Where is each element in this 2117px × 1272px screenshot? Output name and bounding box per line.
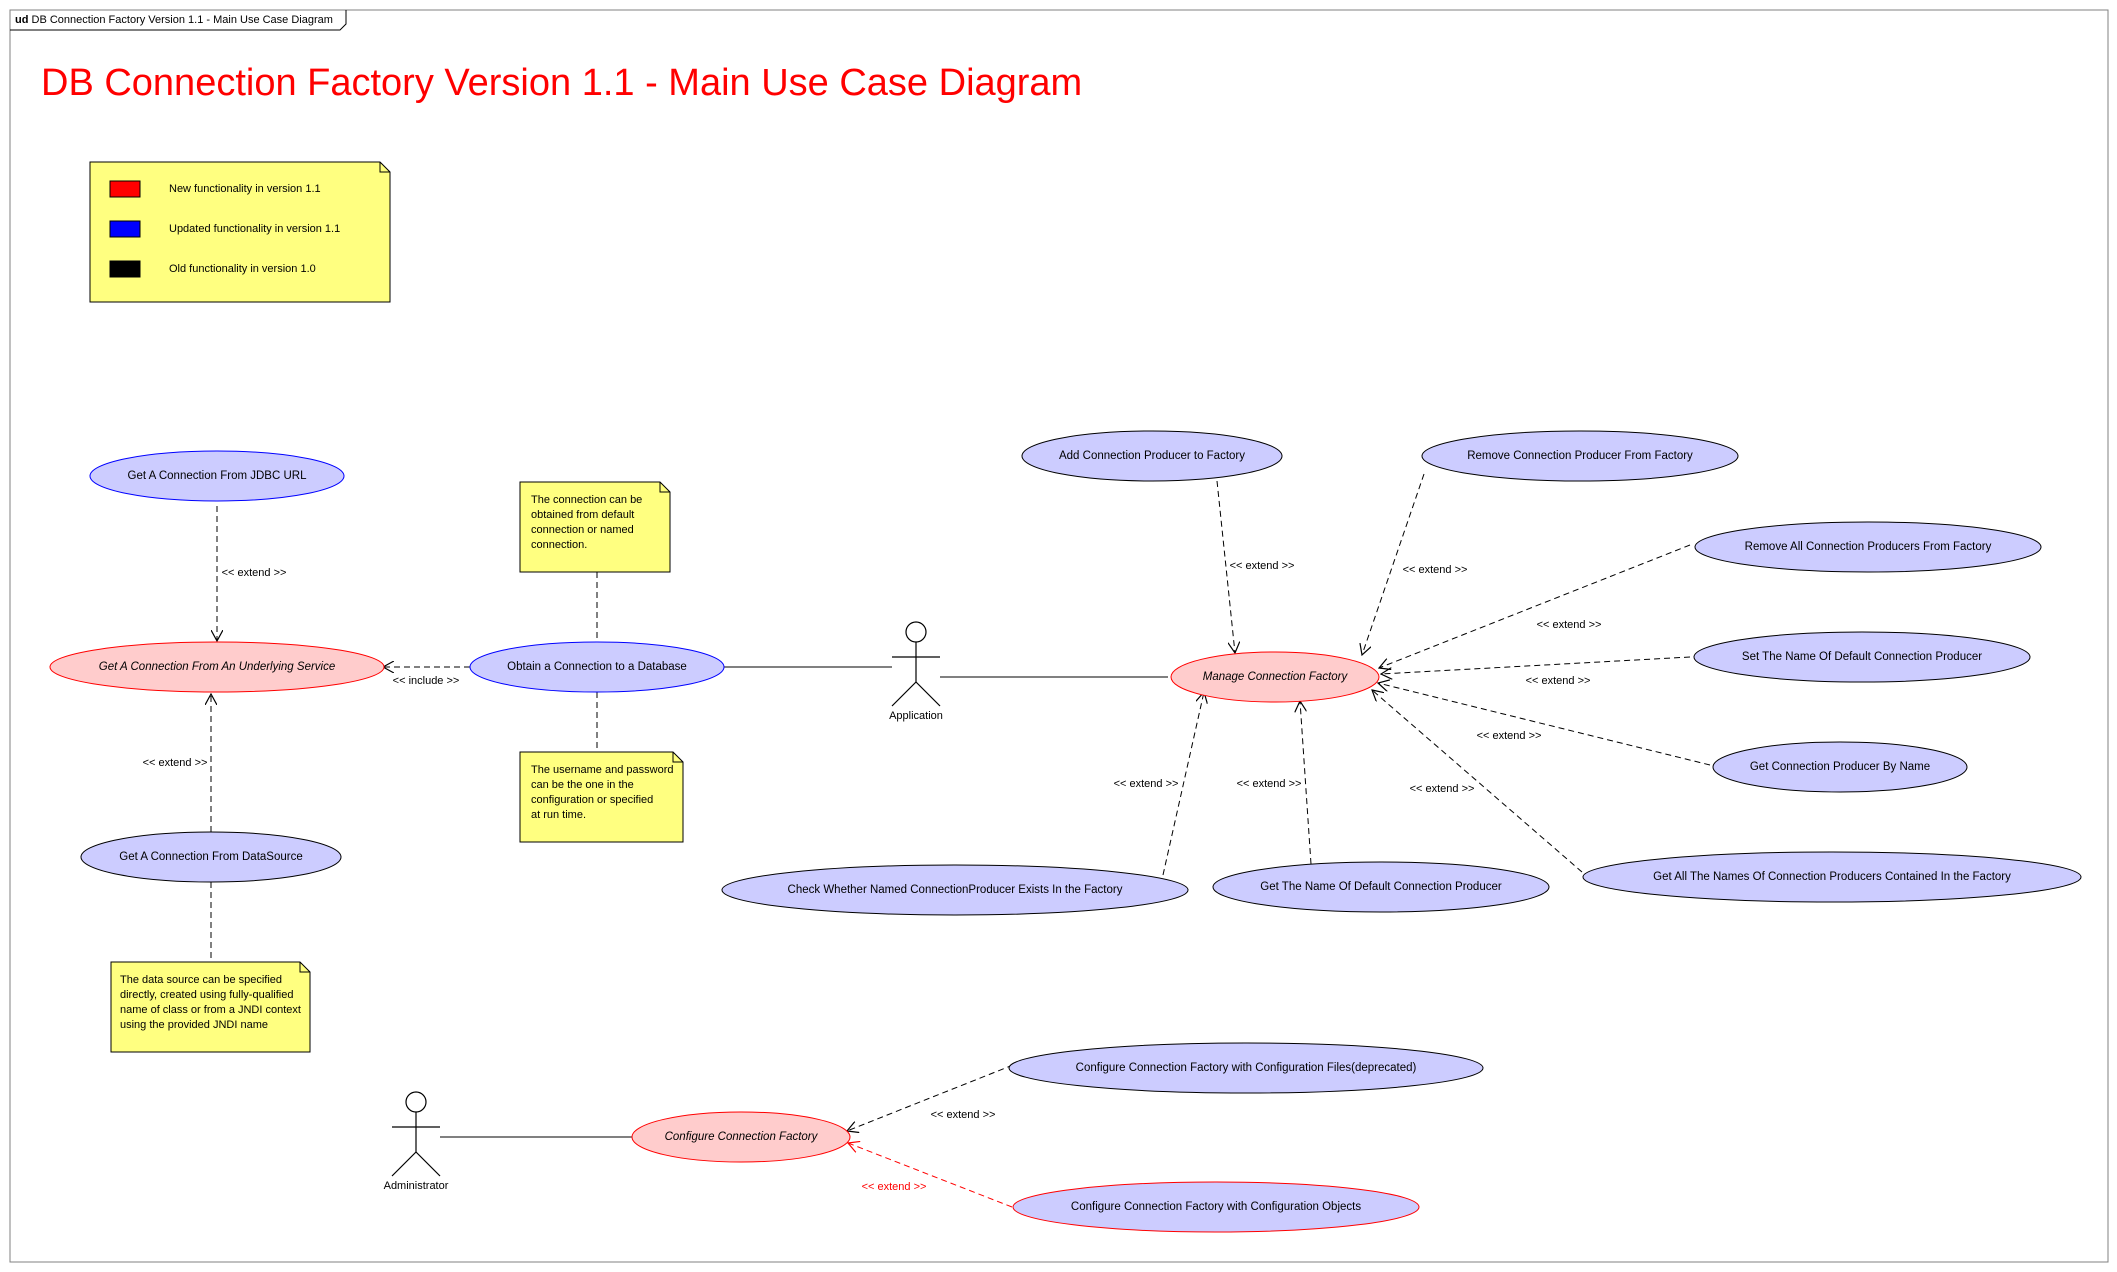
page-title: DB Connection Factory Version 1.1 - Main…: [41, 62, 1083, 104]
frame-prefix: ud: [15, 14, 29, 26]
uc-remove-all-shape: [1694, 521, 2042, 573]
label-jdbc-extend: << extend >>: [221, 567, 287, 579]
frame-name: DB Connection Factory Version 1.1 - Main…: [31, 14, 333, 26]
legend-label-old: Old functionality in version 1.0: [169, 263, 316, 275]
label-add-extend: << extend >>: [1229, 560, 1295, 572]
legend-swatch-new: [109, 180, 141, 198]
uc-config-objects-shape: [1012, 1181, 1420, 1233]
uc-manage[interactable]: Manage Connection Factory: [1202, 671, 1348, 683]
edge-config-objects-extend: [848, 1143, 1013, 1208]
uc-obtain[interactable]: Obtain a Connection to a Database: [507, 661, 687, 673]
uc-obtain-shape: [469, 641, 725, 693]
note-line: obtained from default: [531, 509, 635, 521]
uc-config-objects[interactable]: Configure Connection Factory with Config…: [1070, 1201, 1362, 1213]
uc-datasource-shape: [80, 831, 342, 883]
edge-get-all-names-extend: [1372, 690, 1583, 873]
uc-jdbc-url-shape: [89, 450, 345, 502]
label-get-default-extend: << extend >>: [1236, 778, 1302, 790]
note-credentials-text: The username and password can be the one…: [531, 763, 673, 823]
note-line: connection.: [531, 539, 588, 551]
note-line: connection or named: [531, 524, 634, 536]
uc-manage-shape: [1170, 651, 1380, 703]
label-remove-extend: << extend >>: [1402, 564, 1468, 576]
uc-add-producer-shape: [1021, 430, 1283, 482]
uc-add-producer[interactable]: Add Connection Producer to Factory: [1058, 450, 1246, 462]
uc-set-default[interactable]: Set The Name Of Default Connection Produ…: [1741, 651, 1983, 663]
uc-configure[interactable]: Configure Connection Factory: [664, 1131, 818, 1143]
frame-tab: ud DB Connection Factory Version 1.1 - M…: [10, 10, 346, 30]
note-line: at run time.: [531, 809, 587, 821]
label-remove-all-extend: << extend >>: [1536, 619, 1602, 631]
note-line: The connection can be: [531, 494, 643, 506]
uc-remove-producer-shape: [1421, 430, 1739, 482]
actor-administrator: [391, 1091, 441, 1177]
legend-label-new: New functionality in version 1.1: [169, 183, 321, 195]
uc-check-exists[interactable]: Check Whether Named ConnectionProducer E…: [787, 884, 1123, 896]
legend-box: [89, 161, 391, 303]
note-line: The username and password: [531, 764, 674, 776]
actor-application: [891, 621, 941, 707]
note-line: The data source can be specified: [120, 974, 283, 986]
edge-add-extend: [1216, 480, 1235, 653]
label-get-by-name-extend: << extend >>: [1476, 730, 1542, 742]
uc-config-files-shape: [1008, 1042, 1484, 1094]
note-line: configuration or specified: [531, 794, 654, 806]
label-set-default-extend: << extend >>: [1525, 675, 1591, 687]
note-connection-box: [519, 481, 671, 573]
edge-get-default-extend: [1300, 701, 1312, 865]
note-datasource-box: [110, 961, 311, 1053]
uc-datasource[interactable]: Get A Connection From DataSource: [119, 851, 303, 863]
uc-get-all-names[interactable]: Get All The Names Of Connection Producer…: [1653, 871, 2011, 883]
label-config-objects-extend: << extend >>: [861, 1181, 927, 1193]
uc-remove-all[interactable]: Remove All Connection Producers From Fac…: [1744, 541, 1992, 553]
note-connection-text: The connection can be obtained from defa…: [531, 493, 642, 553]
label-datasource-extend: << extend >>: [142, 757, 208, 769]
uc-get-default-shape: [1212, 861, 1550, 913]
uc-get-by-name[interactable]: Get Connection Producer By Name: [1749, 761, 1931, 773]
uc-check-exists-shape: [721, 864, 1189, 916]
diagram-frame: [9, 9, 2109, 1263]
edge-check-exists-extend: [1162, 692, 1204, 876]
uc-underlying[interactable]: Get A Connection From An Underlying Serv…: [98, 661, 336, 673]
uc-configure-shape: [631, 1111, 851, 1163]
uc-remove-producer[interactable]: Remove Connection Producer From Factory: [1467, 450, 1693, 462]
note-line: name of class or from a JNDI context: [120, 1004, 301, 1016]
uc-set-default-shape: [1693, 631, 2031, 683]
uc-config-files[interactable]: Configure Connection Factory with Config…: [1075, 1062, 1417, 1074]
label-config-files-extend: << extend >>: [930, 1109, 996, 1121]
note-connection-fold: [659, 482, 670, 493]
uc-underlying-shape: [49, 641, 385, 693]
note-credentials-fold: [672, 752, 683, 763]
label-obtain-include: << include >>: [392, 675, 460, 687]
actor-application-label: Application: [889, 710, 943, 722]
label-check-exists-extend: << extend >>: [1113, 778, 1179, 790]
note-datasource-text: The data source can be specified directl…: [120, 973, 301, 1033]
edge-get-by-name-extend: [1378, 683, 1711, 766]
edge-remove-extend: [1362, 473, 1425, 655]
uc-get-default[interactable]: Get The Name Of Default Connection Produ…: [1260, 881, 1502, 893]
note-line: using the provided JNDI name: [120, 1019, 268, 1031]
legend-box-fold: [379, 162, 390, 173]
legend-swatch-updated: [109, 220, 141, 238]
label-get-all-names-extend: << extend >>: [1409, 783, 1475, 795]
note-credentials-box: [519, 751, 684, 843]
actor-administrator-label: Administrator: [383, 1180, 449, 1192]
uc-get-by-name-shape: [1712, 741, 1968, 793]
edge-set-default-extend: [1381, 656, 1691, 674]
edge-config-files-extend: [847, 1064, 1014, 1131]
legend-label-updated: Updated functionality in version 1.1: [169, 223, 341, 235]
note-line: directly, created using fully-qualified: [120, 989, 294, 1001]
uc-jdbc-url[interactable]: Get A Connection From JDBC URL: [127, 470, 307, 482]
edge-remove-all-extend: [1379, 544, 1691, 668]
legend-swatch-old: [109, 260, 141, 278]
note-line: can be the one in the: [531, 779, 634, 791]
uc-get-all-names-shape: [1582, 851, 2082, 903]
note-datasource-fold: [299, 962, 310, 973]
frame-tab-border: [10, 10, 347, 31]
